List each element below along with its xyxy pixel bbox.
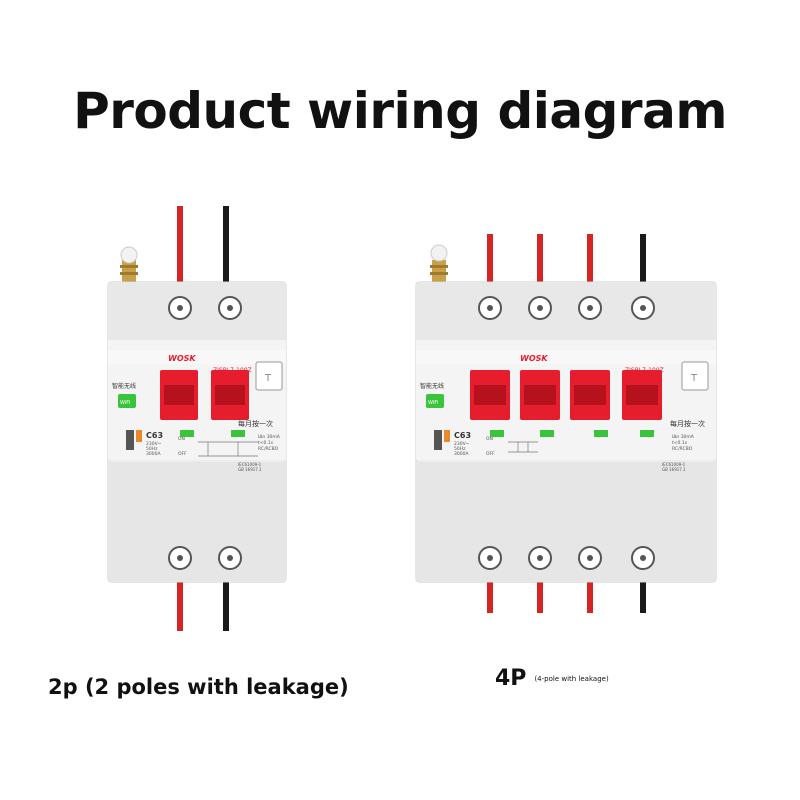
leakage-current: IΔn 30mA: [672, 434, 695, 440]
test-button: T: [255, 361, 283, 391]
page-title: Product wiring diagram: [73, 82, 727, 140]
wire-top-l2: [537, 234, 543, 284]
rating: C63: [146, 431, 163, 440]
label-4-pole: 4P (4-pole with leakage): [495, 666, 609, 691]
leakage-time: t<0.1s: [258, 440, 274, 446]
terminal-screw-top-1: [478, 296, 502, 320]
indicator-4: [640, 430, 654, 437]
handle-pole-2: [211, 370, 249, 420]
breaker-2-pole-drawing: WOSK ZJSBL7-100Z 智能无线 WiFi T 每月按一次 C63 2…: [107, 206, 287, 631]
brand-logo: WOSK: [520, 354, 548, 363]
on-label: ON: [486, 436, 493, 442]
terminal-screw-top-3: [578, 296, 602, 320]
label-4-pole-sub: (4-pole with leakage): [534, 675, 609, 683]
label-2-pole: 2p (2 poles with leakage): [48, 675, 349, 699]
test-button: T: [681, 361, 709, 391]
smart-label: 智能无线: [112, 382, 136, 390]
spec-voltage: 230V~: [146, 441, 162, 447]
standard-iec: IEC61009-1: [238, 462, 262, 467]
smart-label: 智能无线: [420, 382, 444, 390]
wire-top-n: [640, 234, 646, 284]
terminal-screw-top-1: [168, 296, 192, 320]
antenna-connector: [430, 244, 448, 284]
off-label: OFF: [178, 451, 187, 457]
wire-top-l1: [487, 234, 493, 284]
terminal-screw-top-4: [631, 296, 655, 320]
standard-gb: GB 16917.1: [238, 467, 262, 472]
wire-top-n: [223, 206, 229, 282]
terminal-screw-top-2: [218, 296, 242, 320]
antenna-connector: [120, 246, 138, 284]
wire-bottom-n: [223, 575, 229, 631]
wifi-badge: WiFi: [120, 400, 130, 406]
spec-breaking: 3000A: [454, 451, 469, 457]
brand-logo: WOSK: [168, 354, 196, 363]
wire-top-l3: [587, 234, 593, 284]
terminal-screw-bottom-4: [631, 546, 655, 570]
rating: C63: [454, 431, 471, 440]
standard-gb: GB 16917.1: [662, 467, 686, 472]
spec-frequency: 50Hz: [454, 446, 466, 452]
handle-pole-4: [622, 370, 662, 420]
wire-bottom-n: [640, 575, 646, 613]
terminal-screw-top-2: [528, 296, 552, 320]
leakage-current: IΔn 30mA: [258, 434, 281, 440]
terminal-screw-bottom-3: [578, 546, 602, 570]
breaker-4-pole: WOSK ZJSBL7-100Z 智能无线 WiFi T 每月按一次 C63 2…: [410, 200, 720, 640]
handle-pole-1: [160, 370, 198, 420]
terminal-screw-bottom-1: [478, 546, 502, 570]
spec-breaking: 3000A: [146, 451, 161, 457]
svg-text:T: T: [264, 373, 272, 384]
svg-text:T: T: [690, 373, 698, 384]
terminal-screw-bottom-2: [218, 546, 242, 570]
handle-pole-1: [470, 370, 510, 420]
indicator-1: [180, 430, 194, 437]
monthly-test-note: 每月按一次: [238, 419, 273, 428]
wire-bottom-l2: [537, 575, 543, 613]
terminal-screw-bottom-2: [528, 546, 552, 570]
leakage-time: t<0.1s: [672, 440, 688, 446]
monthly-test-note: 每月按一次: [670, 419, 705, 428]
breaker-4-pole-drawing: WOSK ZJSBL7-100Z 智能无线 WiFi T 每月按一次 C63 2…: [415, 234, 717, 613]
wire-bottom-l1: [177, 575, 183, 631]
leakage-type: RC/RCBO: [258, 446, 279, 452]
handle-pole-2: [520, 370, 560, 420]
handle-pole-3: [570, 370, 610, 420]
wire-bottom-l1: [487, 575, 493, 613]
leakage-type: RC/RCBO: [672, 446, 693, 452]
wifi-badge: WiFi: [428, 400, 438, 406]
on-label: ON: [178, 436, 185, 442]
indicator-3: [594, 430, 608, 437]
indicator-2: [231, 430, 245, 437]
off-label: OFF: [486, 451, 495, 457]
indicator-1: [490, 430, 504, 437]
terminal-screw-bottom-1: [168, 546, 192, 570]
wire-top-l1: [177, 206, 183, 282]
standard-iec: IEC61009-1: [662, 462, 686, 467]
indicator-2: [540, 430, 554, 437]
wire-bottom-l3: [587, 575, 593, 613]
label-4-pole-main: 4P: [495, 666, 527, 691]
breaker-2-pole: WOSK ZJSBL7-100Z 智能无线 WiFi T 每月按一次 C63 2…: [98, 200, 288, 640]
spec-voltage: 230V~: [454, 441, 470, 447]
spec-frequency: 50Hz: [146, 446, 158, 452]
